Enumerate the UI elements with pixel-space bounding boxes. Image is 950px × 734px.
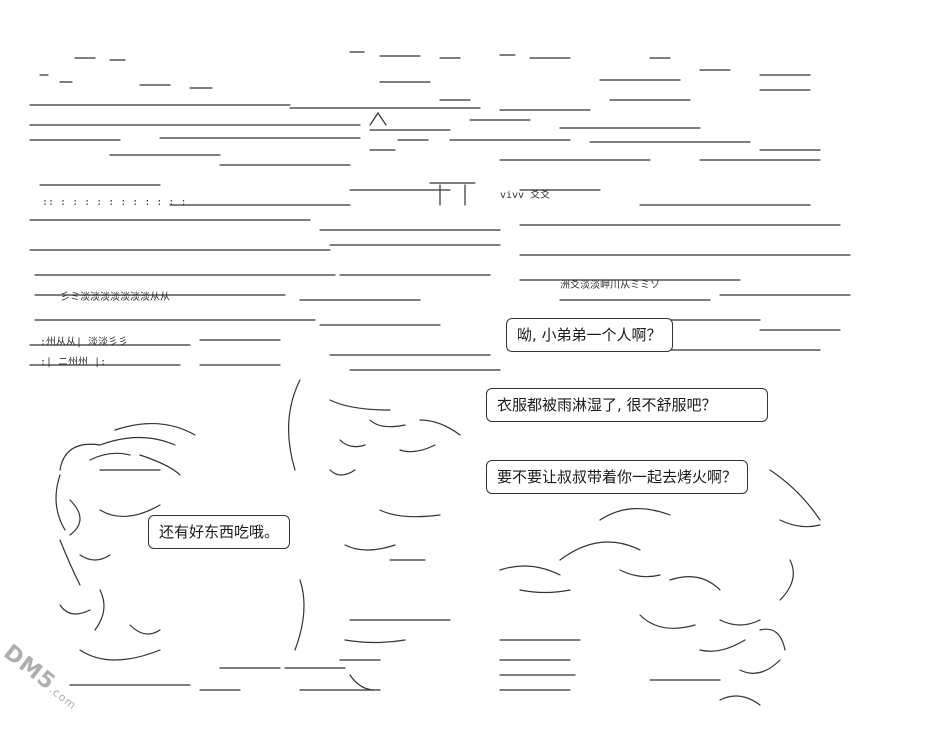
svg-text::| ニ州州 |:: :| ニ州州 |: xyxy=(40,356,106,368)
speech-bubble-4: 还有好东西吃哦。 xyxy=(148,515,291,549)
speech-bubble-3: 要不要让叔叔带着你一起去烤火啊？ xyxy=(486,460,749,494)
svg-text::州从从| 淡淡彡彡: :州从从| 淡淡彡彡 xyxy=(40,336,128,348)
speech-bubble-1: 呦, 小弟弟一个人啊？ xyxy=(506,318,673,352)
speech-text-1: 呦, 小弟弟一个人啊？ xyxy=(517,326,662,344)
speech-bubble-2: 衣服都被雨淋湿了, 很不舒服吧？ xyxy=(486,388,768,422)
speech-text-4: 还有好东西吃哦。 xyxy=(159,523,280,541)
svg-text:vivv 爻爻: vivv 爻爻 xyxy=(500,189,550,201)
speech-text-3: 要不要让叔叔带着你一起去烤火啊？ xyxy=(497,468,738,486)
speech-text-2: 衣服都被雨淋湿了, 很不舒服吧？ xyxy=(497,396,717,414)
svg-text::: : : : : : : : : : : :: :: : : : : : : : : : : : xyxy=(42,197,187,208)
svg-text:彡ミ淡淡淡淡淡淡淡从从: 彡ミ淡淡淡淡淡淡淡从从 xyxy=(60,291,170,303)
svg-text:洲爻淡淡岬川从ミミソ: 洲爻淡淡岬川从ミミソ xyxy=(560,279,660,291)
